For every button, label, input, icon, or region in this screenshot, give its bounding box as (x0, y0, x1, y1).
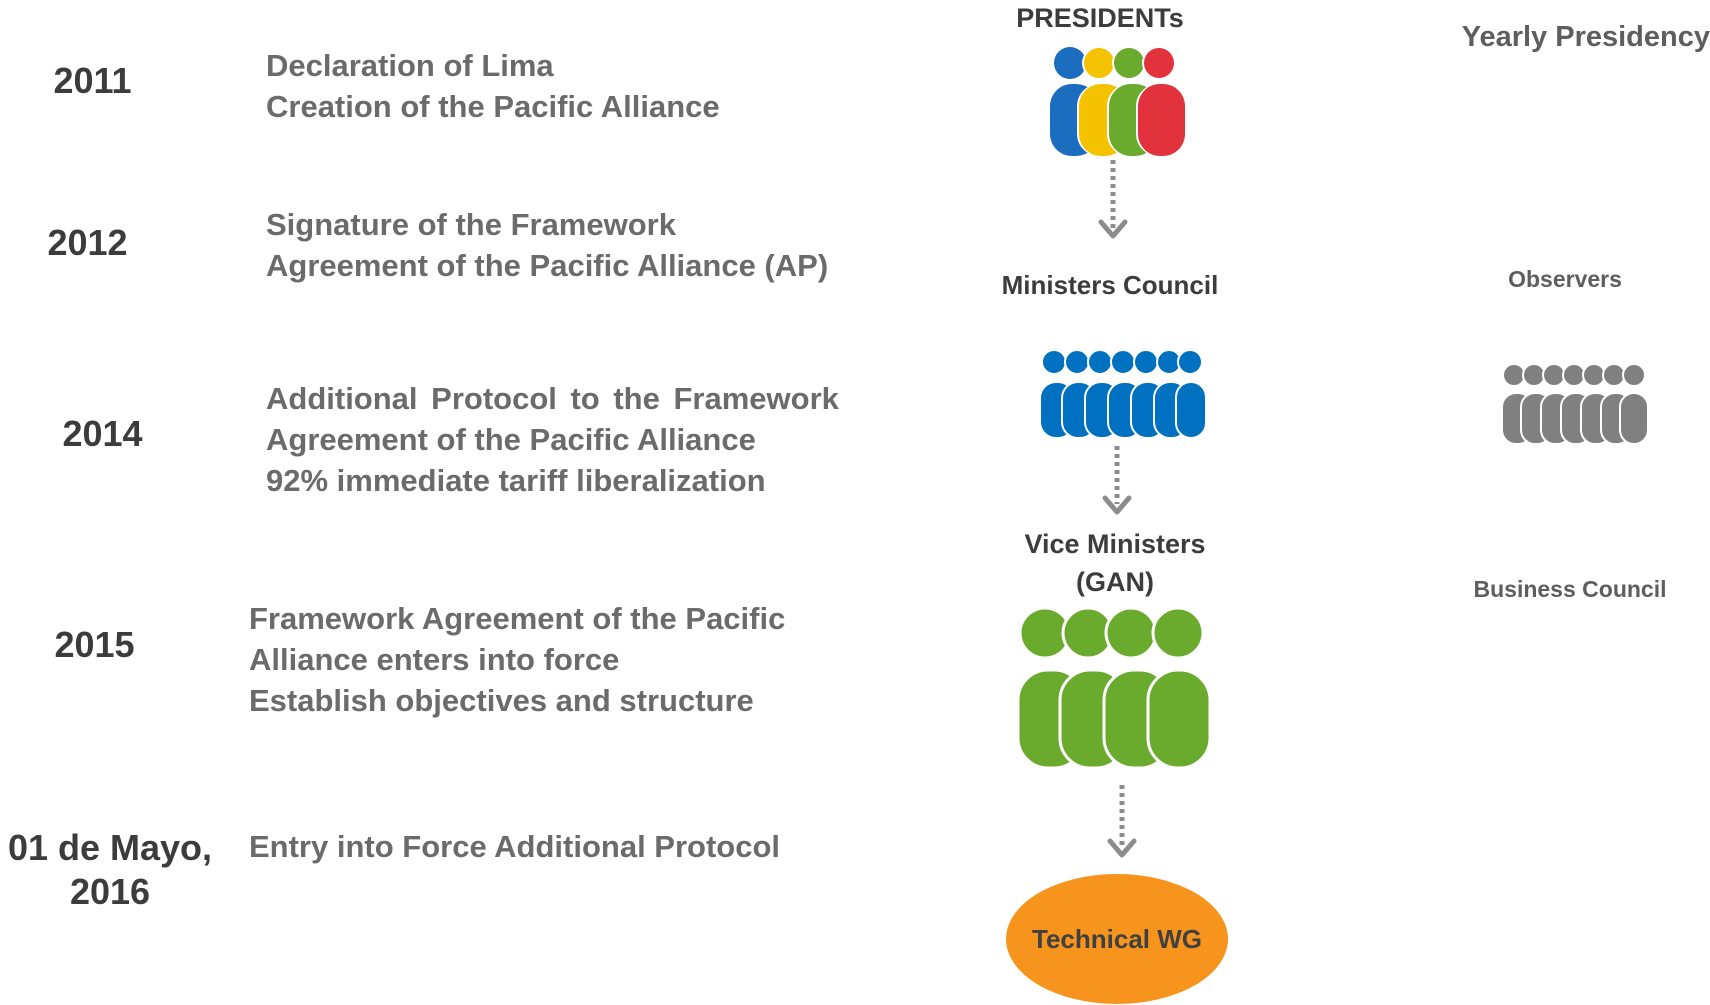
business-council-label: Business Council (1473, 576, 1667, 602)
yearly-presidency-label: Yearly Presidency (1461, 21, 1710, 53)
ministers-council-label: Ministers Council (1001, 270, 1219, 300)
arrow-down-icon (1098, 160, 1128, 239)
timeline-milestone: Additional Protocol to the Framework Agr… (266, 378, 839, 501)
presidents-label: PRESIDENTs (1016, 3, 1184, 33)
observers-label: Observers (1508, 266, 1622, 292)
milestone-line: Entry into Force Additional Protocol (249, 829, 781, 864)
timeline-year: 2015 (54, 624, 135, 665)
milestone-line: Establish objectives and structure (249, 683, 754, 718)
milestone-line: Additional Protocol to the Framework (266, 381, 839, 416)
timeline-year: 2011 (53, 60, 132, 101)
timeline-year: 2014 (62, 413, 143, 454)
timeline-milestone: Signature of the Framework Agreement of … (266, 204, 828, 286)
milestone-line: Alliance enters into force (249, 642, 620, 677)
vice-ministers-icon (1016, 606, 1212, 770)
milestone-line: Declaration of Lima (266, 48, 554, 83)
year-line: 2016 (69, 871, 151, 912)
ministers-council-icon (1039, 349, 1207, 439)
vice-ministers-line: Vice Ministers (1024, 529, 1206, 559)
milestone-line: Agreement of the Pacific Alliance (AP) (266, 248, 829, 283)
vice-ministers-label: Vice Ministers (GAN) (990, 525, 1240, 601)
technical-wg-label: Technical WG (1032, 923, 1202, 954)
milestone-line: Signature of the Framework (266, 207, 676, 242)
timeline-milestone: Entry into Force Additional Protocol (249, 826, 780, 867)
milestone-line: Framework Agreement of the Pacific (249, 601, 786, 636)
arrow-down-icon (1107, 785, 1137, 858)
presidents-group-icon (1050, 47, 1186, 156)
milestone-line: 92% immediate tariff liberalization (266, 463, 766, 498)
vice-ministers-line: (GAN) (1076, 567, 1154, 597)
timeline-milestone: Declaration of Lima Creation of the Paci… (266, 45, 720, 127)
timeline-year: 2012 (47, 222, 128, 263)
timeline-milestone: Framework Agreement of the Pacific Allia… (249, 598, 785, 721)
timeline-year: 01 de Mayo, 2016 (0, 826, 220, 914)
arrow-down-icon (1102, 446, 1132, 515)
year-line: 01 de Mayo, (7, 827, 213, 868)
milestone-line: Agreement of the Pacific Alliance (266, 422, 756, 457)
observers-icon (1501, 363, 1649, 445)
technical-wg-ellipse: Technical WG (1006, 874, 1228, 1004)
milestone-line: Creation of the Pacific Alliance (266, 89, 720, 124)
